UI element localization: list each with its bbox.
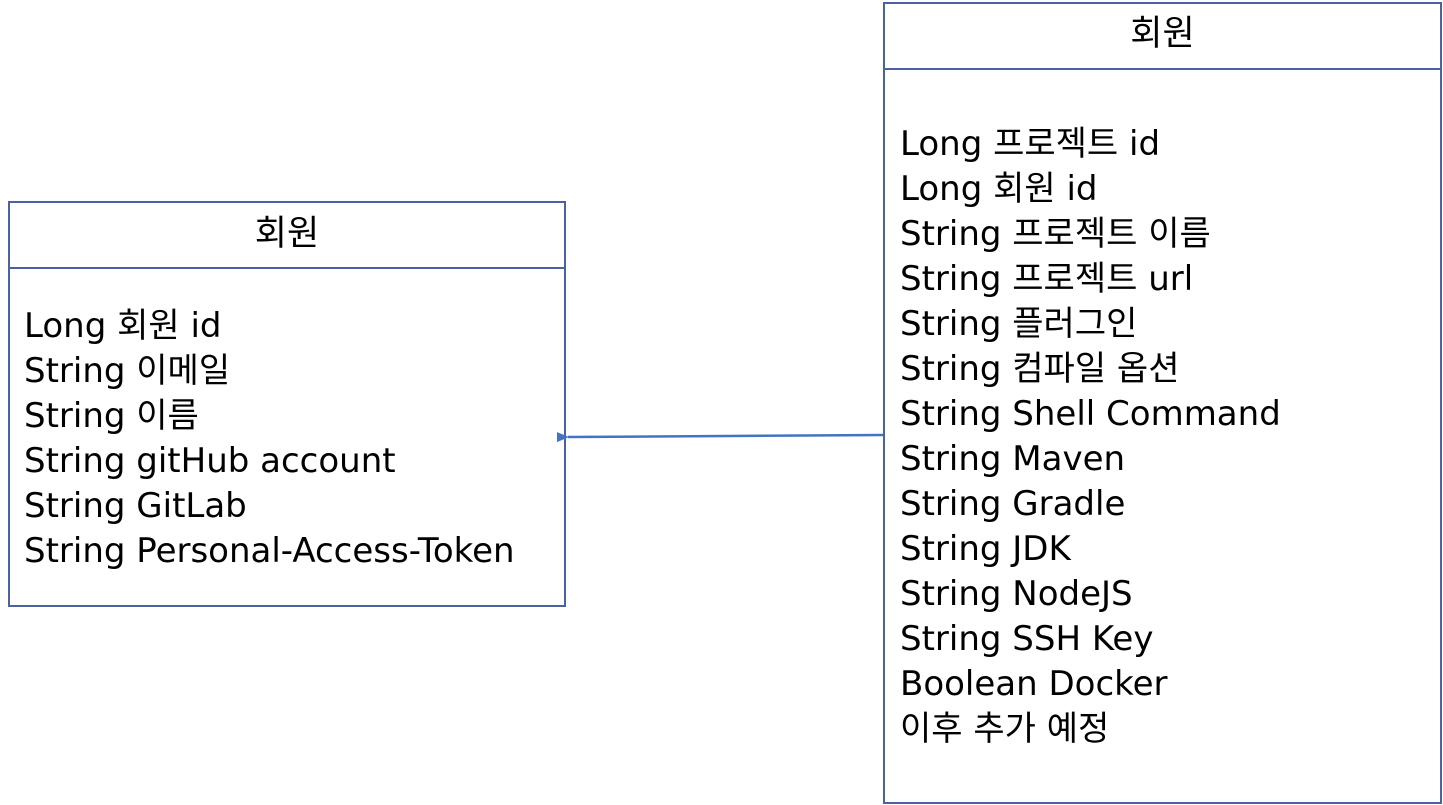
- project-field: Long 회원 id: [900, 169, 1098, 209]
- project-field: Boolean Docker: [900, 664, 1168, 704]
- project-field: String Gradle: [900, 484, 1126, 524]
- member-entity-title: 회원: [10, 203, 564, 269]
- project-entity-box: 회원 Long 프로젝트 id Long 회원 id String 프로젝트 이…: [883, 2, 1442, 804]
- project-field: String 플러그인: [900, 304, 1138, 344]
- project-field: String 프로젝트 url: [900, 259, 1194, 299]
- project-field: String 프로젝트 이름: [900, 214, 1211, 254]
- project-field: String JDK: [900, 529, 1071, 569]
- member-field: String gitHub account: [24, 441, 396, 481]
- project-field: 이후 추가 예정: [900, 709, 1110, 749]
- project-field: String Maven: [900, 439, 1126, 479]
- project-field: String SSH Key: [900, 619, 1154, 659]
- relation-arrow-line: [556, 432, 884, 443]
- project-entity-field-list: Long 프로젝트 id Long 회원 id String 프로젝트 이름 S…: [900, 122, 1281, 752]
- member-entity-box: 회원 Long 회원 id String 이메일 String 이름 Strin…: [8, 201, 566, 607]
- member-field: String 이메일: [24, 351, 231, 391]
- project-field: Long 프로젝트 id: [900, 124, 1161, 164]
- member-entity-field-list: Long 회원 id String 이메일 String 이름 String g…: [24, 304, 515, 574]
- member-field: String Personal-Access-Token: [24, 531, 515, 571]
- project-entity-title: 회원: [885, 4, 1440, 70]
- member-field: Long 회원 id: [24, 306, 222, 346]
- member-field: String GitLab: [24, 486, 247, 526]
- project-field: String Shell Command: [900, 394, 1281, 434]
- project-field: String NodeJS: [900, 574, 1133, 614]
- member-field: String 이름: [24, 396, 199, 436]
- project-field: String 컴파일 옵션: [900, 349, 1180, 389]
